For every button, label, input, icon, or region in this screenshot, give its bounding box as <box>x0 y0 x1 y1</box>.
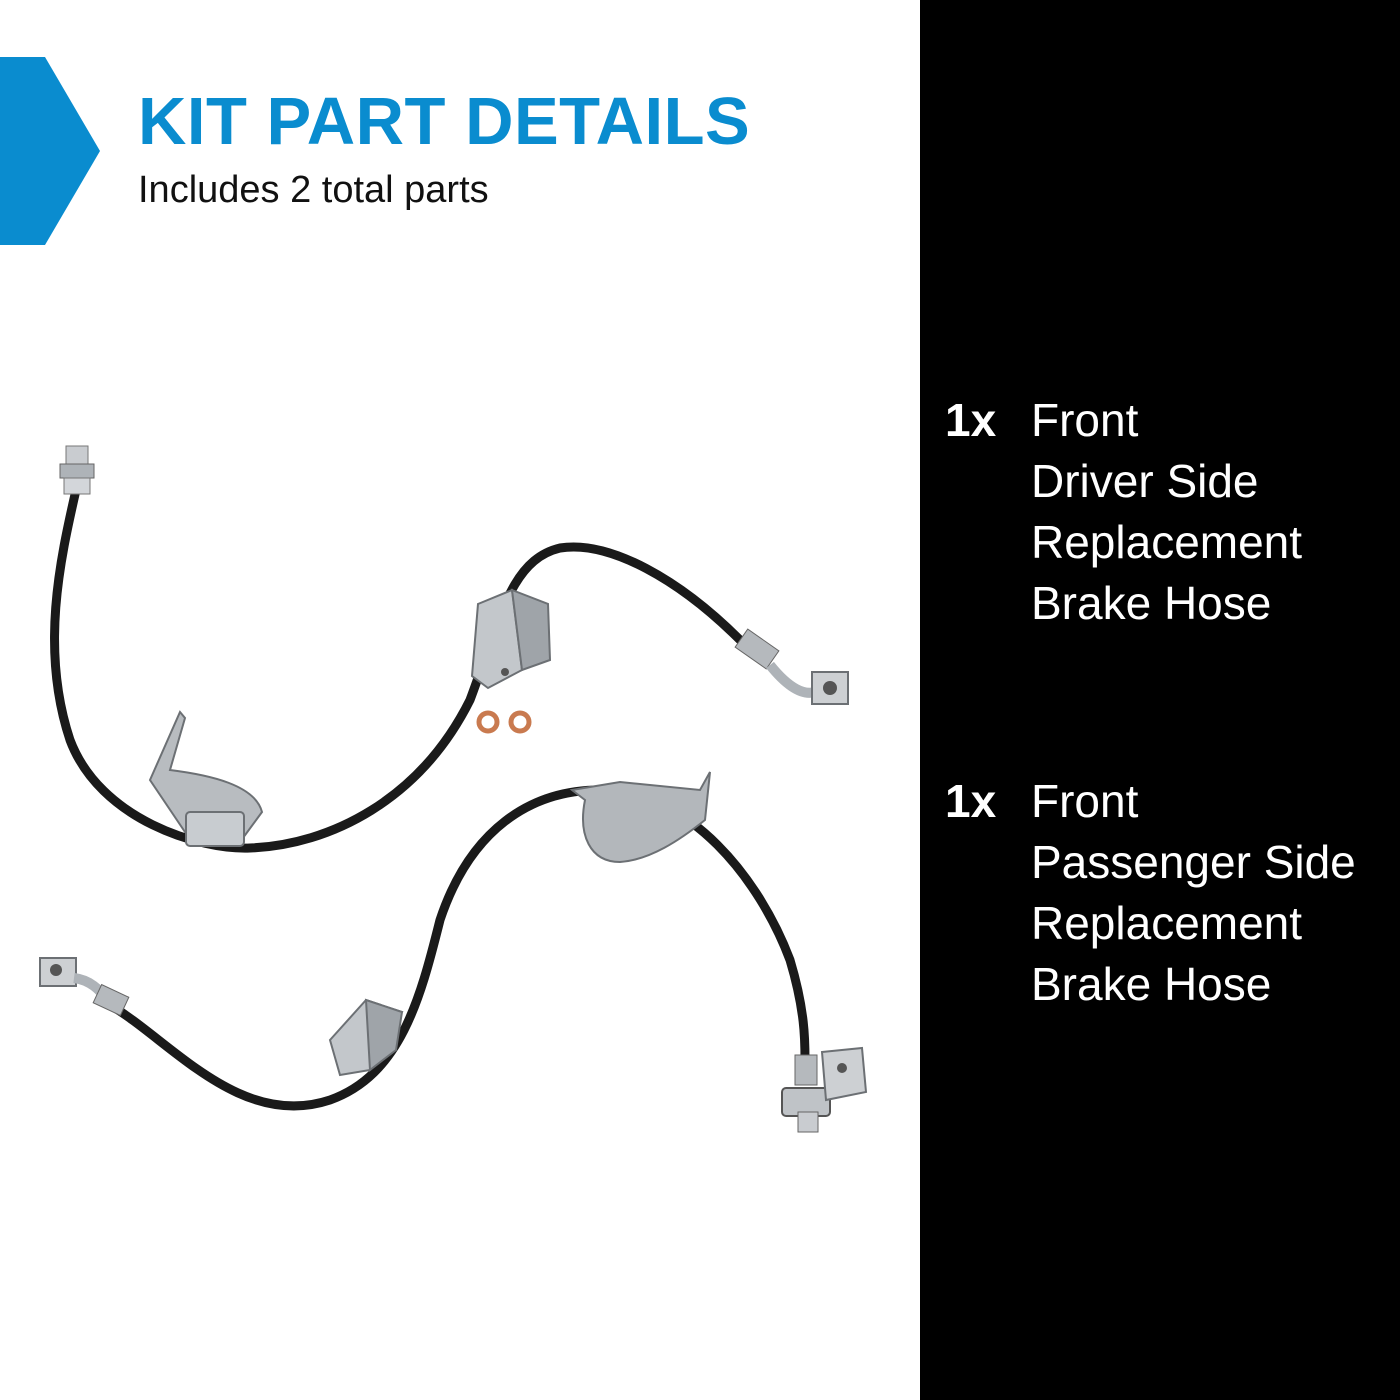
part-line: Driver Side <box>1031 455 1259 507</box>
part-line: Replacement <box>1031 516 1303 568</box>
product-panel: KIT PART DETAILS Includes 2 total parts <box>0 57 868 1133</box>
passenger-clamp-bracket <box>328 998 404 1077</box>
part-quantity: 1x <box>945 775 997 827</box>
page-title: KIT PART DETAILS <box>138 84 751 159</box>
part-line: Brake Hose <box>1031 958 1272 1010</box>
driver-top-fitting <box>59 445 95 495</box>
passenger-left-fitting <box>39 957 130 1017</box>
part-description: Front Passenger Side Replacement Brake H… <box>1031 771 1400 1015</box>
parts-list-panel <box>920 0 1400 1400</box>
part-quantity: 1x <box>945 394 997 446</box>
driver-shield-bracket <box>148 710 264 847</box>
brake-hose-pair-illustration <box>39 445 868 1133</box>
part-description: Front Driver Side Replacement Brake Hose <box>1031 390 1400 634</box>
copper-washer <box>476 710 500 734</box>
passenger-end-fitting <box>781 1046 868 1133</box>
part-line: Passenger Side <box>1031 836 1356 888</box>
part-line: Front <box>1031 775 1139 827</box>
passenger-side-hose <box>39 771 868 1133</box>
part-line: Brake Hose <box>1031 577 1272 629</box>
part-line: Replacement <box>1031 897 1303 949</box>
driver-end-fitting <box>734 628 849 705</box>
chevron-shape <box>0 57 100 245</box>
page-subtitle: Includes 2 total parts <box>138 169 489 211</box>
passenger-shield-bracket <box>569 771 711 864</box>
driver-clamp-bracket <box>470 588 552 690</box>
part-line: Front <box>1031 394 1139 446</box>
copper-washer <box>508 710 532 734</box>
driver-side-hose <box>50 445 849 853</box>
chevron-arrow-icon <box>0 57 100 245</box>
